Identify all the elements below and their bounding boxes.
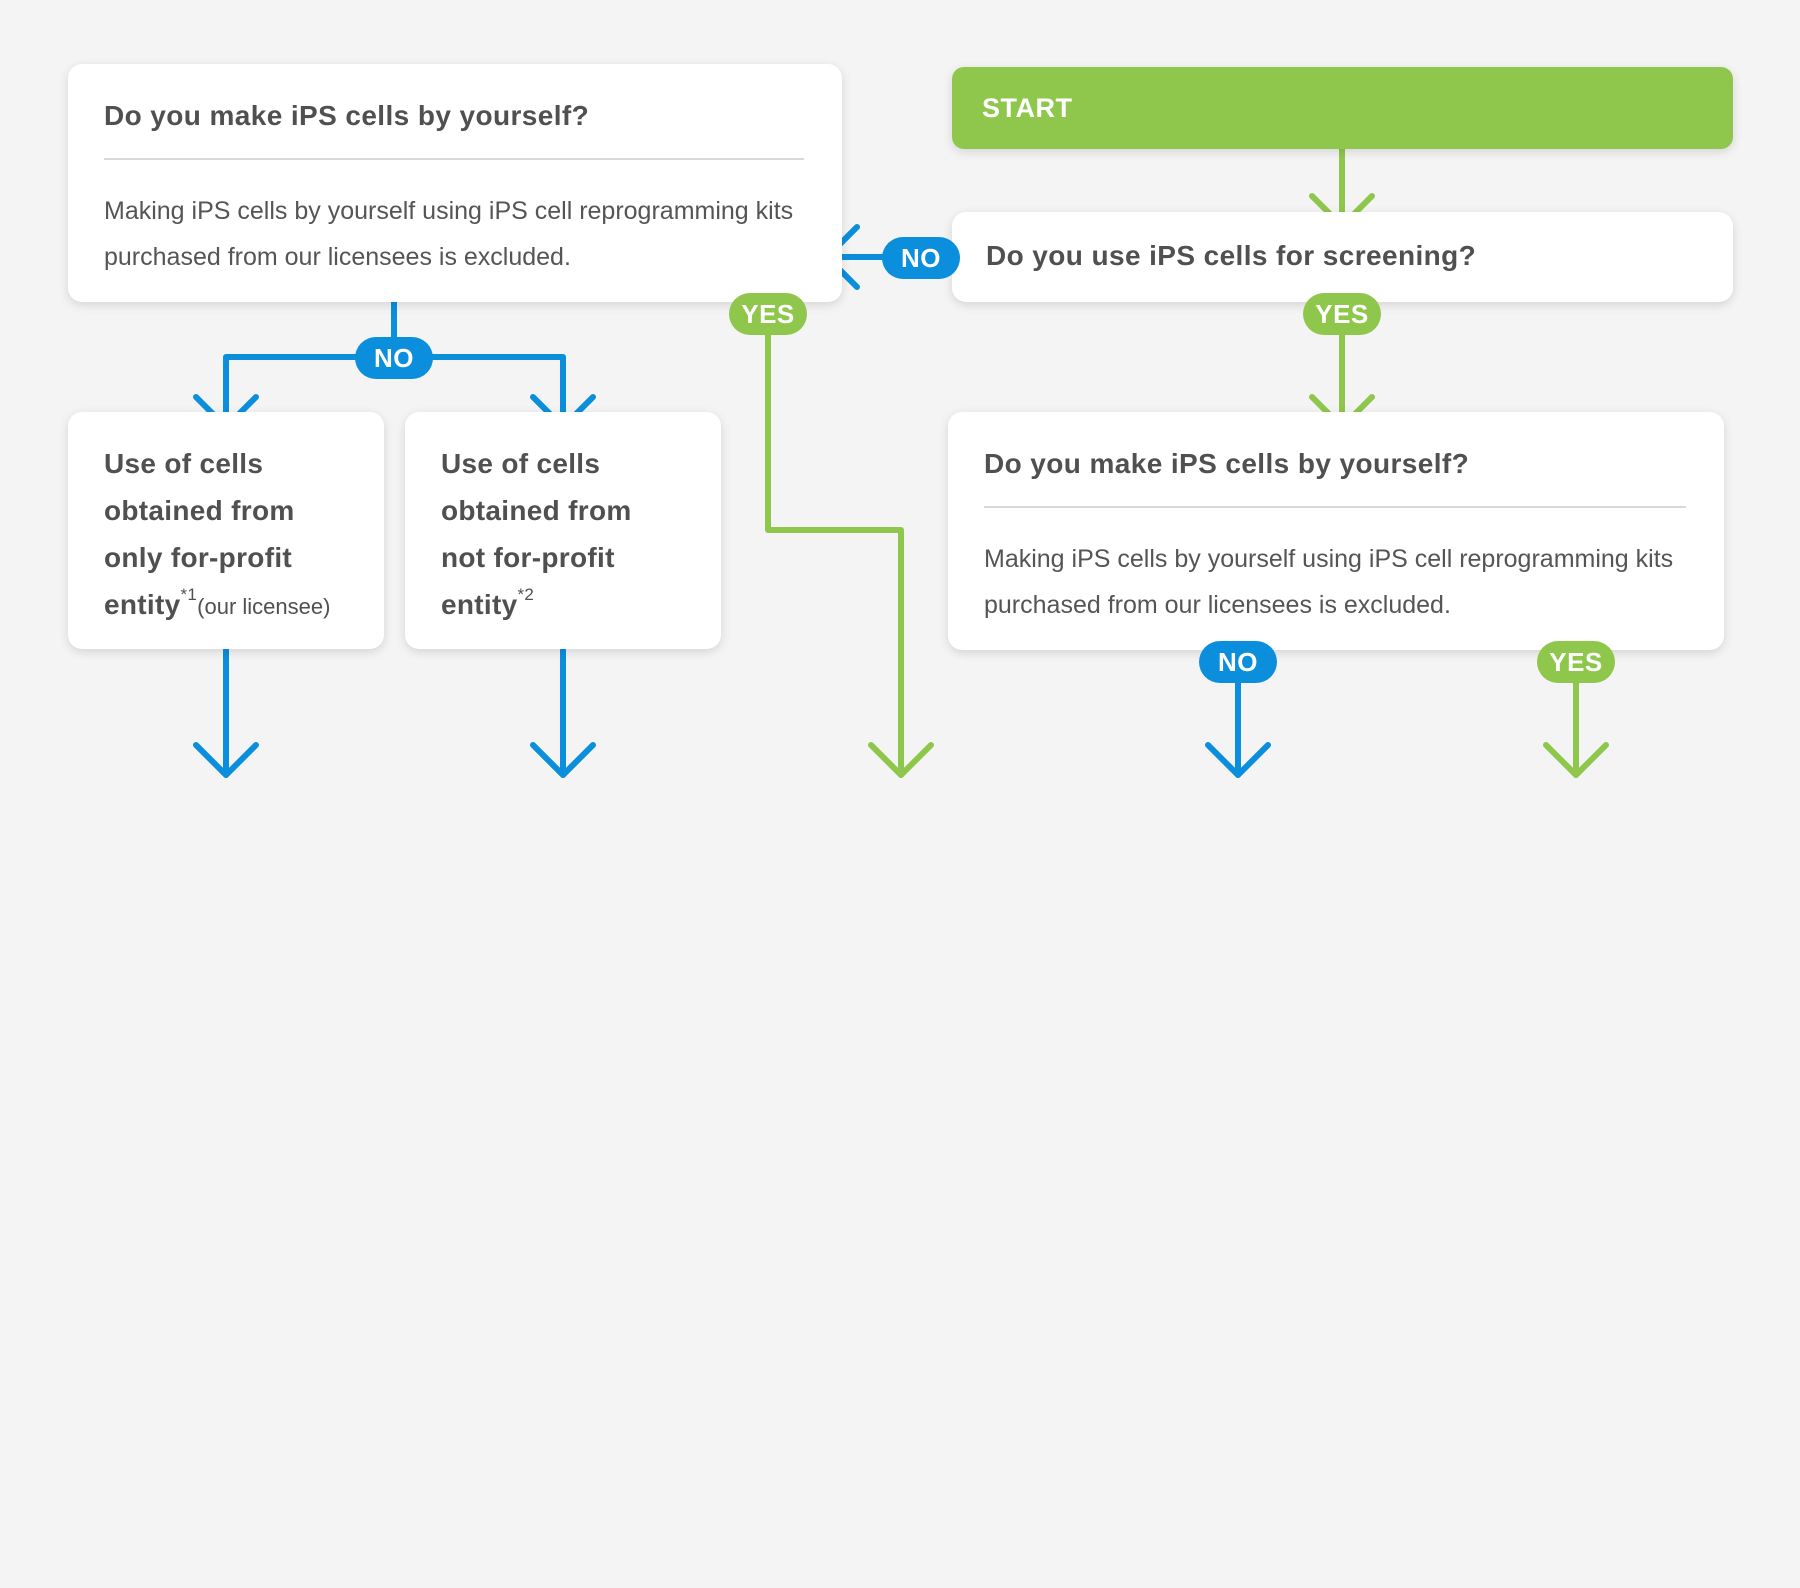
no-badge-screening: NO [882,237,960,279]
arrowhead-right-no [1205,742,1271,778]
make-cells-question-right: Do you make iPS cells by yourself? [984,448,1470,479]
make-cells-question-left: Do you make iPS cells by yourself? [104,100,590,131]
outcome-for-profit-box: Use of cells obtained from only for-prof… [68,412,384,649]
start-node: START [952,67,1733,149]
footnote-marker-1: *1 [180,585,198,604]
arrowhead-right-yes [1543,742,1609,778]
outcome-not-for-profit-line3: not for-profit [441,542,615,573]
question-divider [984,506,1686,508]
start-label: START [982,93,1073,123]
make-cells-note-right: Making iPS cells by yourself using iPS c… [984,545,1674,619]
make-cells-note-left: Making iPS cells by yourself using iPS c… [104,197,794,271]
yes-badge-left-question: YES [729,293,807,335]
make-cells-question-box-left: Do you make iPS cells by yourself? Makin… [68,64,842,302]
connector-left-yes [765,327,904,778]
screening-question: Do you use iPS cells for screening? [986,240,1477,271]
make-cells-question-box-right: Do you make iPS cells by yourself? Makin… [948,412,1724,650]
yes-badge-screening: YES [1303,293,1381,335]
outcome-for-profit-suffix: (our licensee) [197,594,331,619]
no-badge-left-question: NO [355,337,433,379]
outcome-for-profit-entity: entity [104,589,181,620]
question-divider [104,158,804,160]
outcome-for-profit-line3: only for-profit [104,542,293,573]
arrowhead-outcome-2-down [530,742,596,778]
screening-question-box: Do you use iPS cells for screening? [952,212,1733,302]
outcome-for-profit-line1: Use of cells [104,448,264,479]
footnote-marker-2: *2 [517,585,535,604]
outcome-not-for-profit-box: Use of cells obtained from not for-profi… [405,412,721,649]
outcome-not-for-profit-line2: obtained from [441,495,632,526]
arrowhead-outcome-1-down [193,742,259,778]
no-badge-right-question: NO [1199,641,1277,683]
outcome-not-for-profit-line4: entity*2 [441,581,701,628]
outcome-for-profit-line2: obtained from [104,495,295,526]
outcome-not-for-profit-line1: Use of cells [441,448,601,479]
outcome-for-profit-line4: entity*1(our licensee) [104,581,364,630]
yes-badge-right-question: YES [1537,641,1615,683]
arrowhead-left-yes [868,742,934,778]
outcome-not-for-profit-entity: entity [441,589,518,620]
